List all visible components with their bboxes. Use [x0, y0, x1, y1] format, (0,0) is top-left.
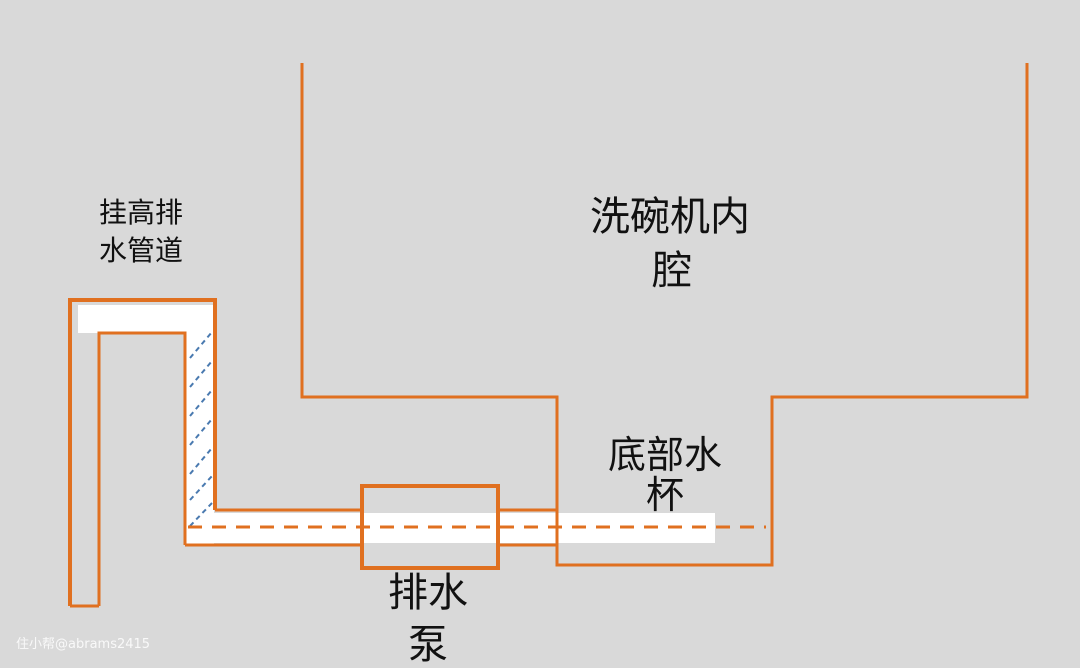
water-fill	[78, 305, 715, 545]
hanging-pipe-inner	[97, 331, 187, 606]
outlines	[68, 63, 1029, 608]
water-hatching	[189, 331, 213, 527]
label-bottom-sump-line2: 杯	[646, 473, 684, 517]
label-pump-line2: 泵	[408, 622, 448, 668]
dishwasher-cavity-outline	[300, 63, 1029, 567]
label-bottom-sump-line1: 底部水	[608, 433, 722, 477]
watermark: 住小帮@abrams2415	[16, 637, 150, 652]
label-cavity-line2: 腔	[652, 248, 692, 294]
hanging-pipe-outer	[68, 298, 217, 606]
label-cavity-line1: 洗碗机内	[590, 194, 750, 240]
label-hanging-pipe-line2: 水管道	[99, 234, 183, 267]
label-hanging-pipe-line1: 挂高排	[99, 196, 183, 229]
label-pump-line1: 排水	[388, 570, 468, 616]
